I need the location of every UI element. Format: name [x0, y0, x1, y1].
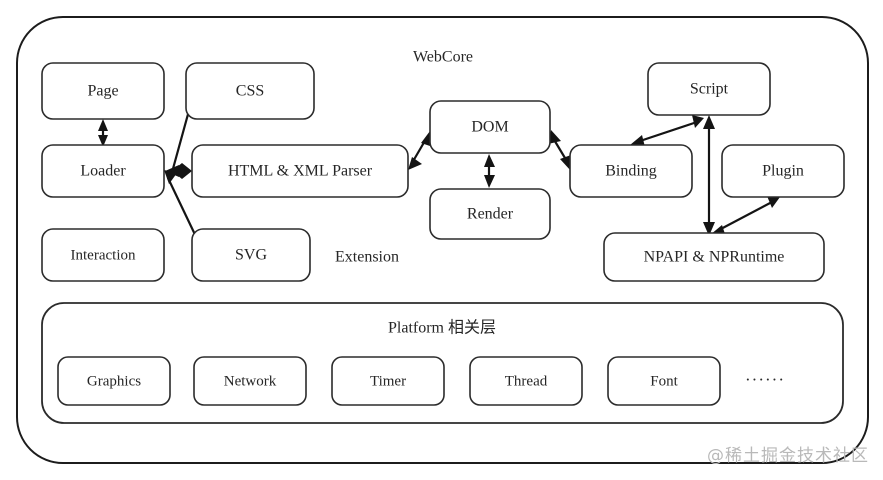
edge-dom-binding [548, 130, 571, 171]
node-dom[interactable]: DOM [429, 100, 551, 154]
node-label-dom: DOM [471, 119, 508, 136]
node-network[interactable]: Network [193, 356, 307, 406]
node-timer[interactable]: Timer [331, 356, 445, 406]
watermark: @稀土掘金技术社区 [707, 446, 869, 466]
node-label-loader: Loader [80, 163, 126, 180]
node-label-interaction: Interaction [71, 247, 136, 263]
node-thread[interactable]: Thread [469, 356, 583, 406]
node-binding[interactable]: Binding [569, 144, 693, 198]
edge-script-npapi [703, 115, 715, 236]
node-label-graphics: Graphics [87, 373, 141, 389]
platform-layer-label: Platform 相关层 [388, 319, 496, 337]
node-label-timer: Timer [370, 373, 406, 389]
node-font[interactable]: Font [607, 356, 721, 406]
node-label-npapi-npruntime: NPAPI & NPRuntime [644, 249, 785, 266]
nodes-layer: Page CSS Loader HTML & XML Parser Intera… [41, 62, 845, 282]
node-label-render: Render [467, 206, 514, 223]
node-css[interactable]: CSS [185, 62, 315, 120]
edge-dom-render [484, 154, 495, 188]
platform-ellipsis-label: ······ [745, 370, 785, 389]
platform-layer: Platform 相关层 Graphics Network Timer Thre… [41, 302, 844, 424]
node-label-css: CSS [236, 83, 264, 100]
edge-page-loader [98, 119, 108, 147]
edge-plugin-npapi [710, 196, 780, 237]
platform-container [41, 302, 844, 424]
node-label-font: Font [650, 373, 678, 389]
node-label-svg: SVG [235, 247, 267, 264]
node-loader[interactable]: Loader [41, 144, 165, 198]
node-label-page: Page [87, 83, 118, 100]
diagram-title: WebCore [413, 49, 473, 66]
node-label-html-xml-parser: HTML & XML Parser [228, 163, 373, 180]
edge-binding-script [630, 115, 704, 147]
webcore-container [16, 16, 869, 464]
node-interaction[interactable]: Interaction [41, 228, 165, 282]
node-svg[interactable]: SVG [191, 228, 311, 282]
node-label-thread: Thread [505, 373, 548, 389]
node-label-script: Script [690, 81, 729, 98]
node-label-network: Network [224, 373, 277, 389]
node-page[interactable]: Page [41, 62, 165, 120]
node-npapi-npruntime[interactable]: NPAPI & NPRuntime [603, 232, 825, 282]
extension-label: Extension [335, 249, 399, 266]
node-graphics[interactable]: Graphics [57, 356, 171, 406]
node-label-plugin: Plugin [762, 163, 804, 180]
node-label-binding: Binding [605, 163, 657, 180]
node-plugin[interactable]: Plugin [721, 144, 845, 198]
node-render[interactable]: Render [429, 188, 551, 240]
node-script[interactable]: Script [647, 62, 771, 116]
node-html-xml-parser[interactable]: HTML & XML Parser [191, 144, 409, 198]
